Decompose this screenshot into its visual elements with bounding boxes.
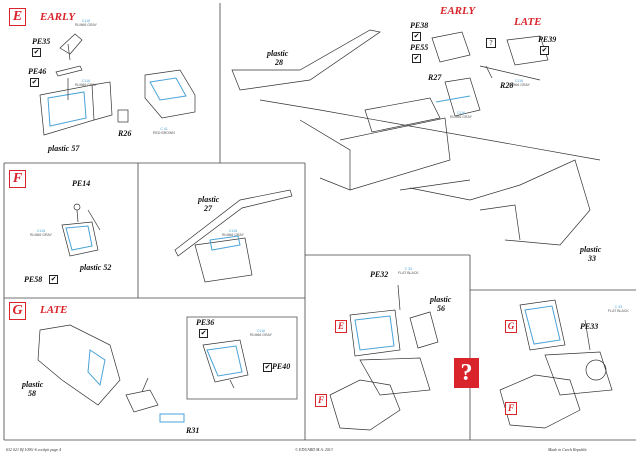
part-label-plastic28-num: 28 [275, 58, 283, 67]
part-label-pe32: PE32 [370, 270, 389, 279]
step-ref-g: G [505, 320, 517, 333]
part-label-plastic33-num: 33 [588, 254, 596, 263]
part-label-plastic58-num: 58 [28, 389, 36, 398]
part-label-plastic52: plastic 52 [80, 263, 112, 272]
step-marker-e: E [9, 8, 26, 26]
part-label-plastic57: plastic 57 [48, 144, 80, 153]
unknown-part-box: ? [486, 38, 496, 48]
part-label-r28: R28 [500, 81, 514, 90]
part-label-plastic27-num: 27 [204, 204, 212, 213]
footer-left: 632 021 Bf 109G-6 cockpit page 4 [6, 447, 62, 452]
part-label-r31: R31 [186, 426, 200, 435]
main-fuselage [231, 29, 601, 246]
panel-g-parts [37, 324, 249, 423]
part-label-r27: R27 [428, 73, 442, 82]
part-label-pe55: PE55 [410, 43, 429, 52]
part-label-pe46: PE46 [28, 67, 47, 76]
part-label-r26: R26 [118, 129, 132, 138]
check-box: ✔ [540, 46, 549, 55]
check-box: ✔ [32, 48, 41, 57]
part-label-pe35: PE35 [32, 37, 51, 46]
check-box: ✔ [199, 329, 208, 338]
step-marker-g: G [9, 302, 26, 320]
panel-borders [3, 3, 636, 441]
variant-early-e: EARLY [40, 11, 76, 23]
part-label-pe14: PE14 [72, 179, 91, 188]
panel-e-parts [39, 33, 196, 136]
seat-assembly-late [499, 299, 613, 429]
check-box: ✔ [49, 275, 58, 284]
question-mark-icon: ? [454, 358, 479, 388]
footer-center: © EDUARD M.A. 2013 [295, 447, 333, 452]
variant-late-main: LATE [514, 16, 542, 28]
part-label-plastic27: plastic [198, 195, 220, 204]
check-box: ✔ [30, 78, 39, 87]
part-label-plastic33: plastic [580, 245, 602, 254]
step-ref-f-late: F [505, 402, 517, 415]
check-box: ✔ [412, 54, 421, 63]
footer-right: Made in Czech Republic [548, 447, 588, 452]
part-label-pe40: PE40 [272, 362, 291, 371]
step-marker-f: F [9, 170, 26, 188]
part-label-pe39: PE39 [538, 35, 557, 44]
part-label-pe36: PE36 [196, 318, 215, 327]
part-label-plastic58: plastic [22, 380, 44, 389]
step-ref-f: F [315, 394, 327, 407]
step-ref-e: E [335, 320, 347, 333]
check-box: ✔ [263, 363, 272, 372]
seat-assembly [329, 284, 439, 431]
part-label-plastic56: plastic [430, 295, 452, 304]
part-label-pe33: PE33 [580, 322, 599, 331]
part-label-plastic56-num: 56 [437, 304, 445, 313]
panel-f-parts [61, 189, 293, 283]
variant-late-g: LATE [40, 304, 68, 316]
check-box: ✔ [412, 32, 421, 41]
part-label-plastic28: plastic [267, 49, 289, 58]
variant-early-main: EARLY [440, 5, 476, 17]
part-label-pe58: PE58 [24, 275, 43, 284]
part-label-pe38: PE38 [410, 21, 429, 30]
